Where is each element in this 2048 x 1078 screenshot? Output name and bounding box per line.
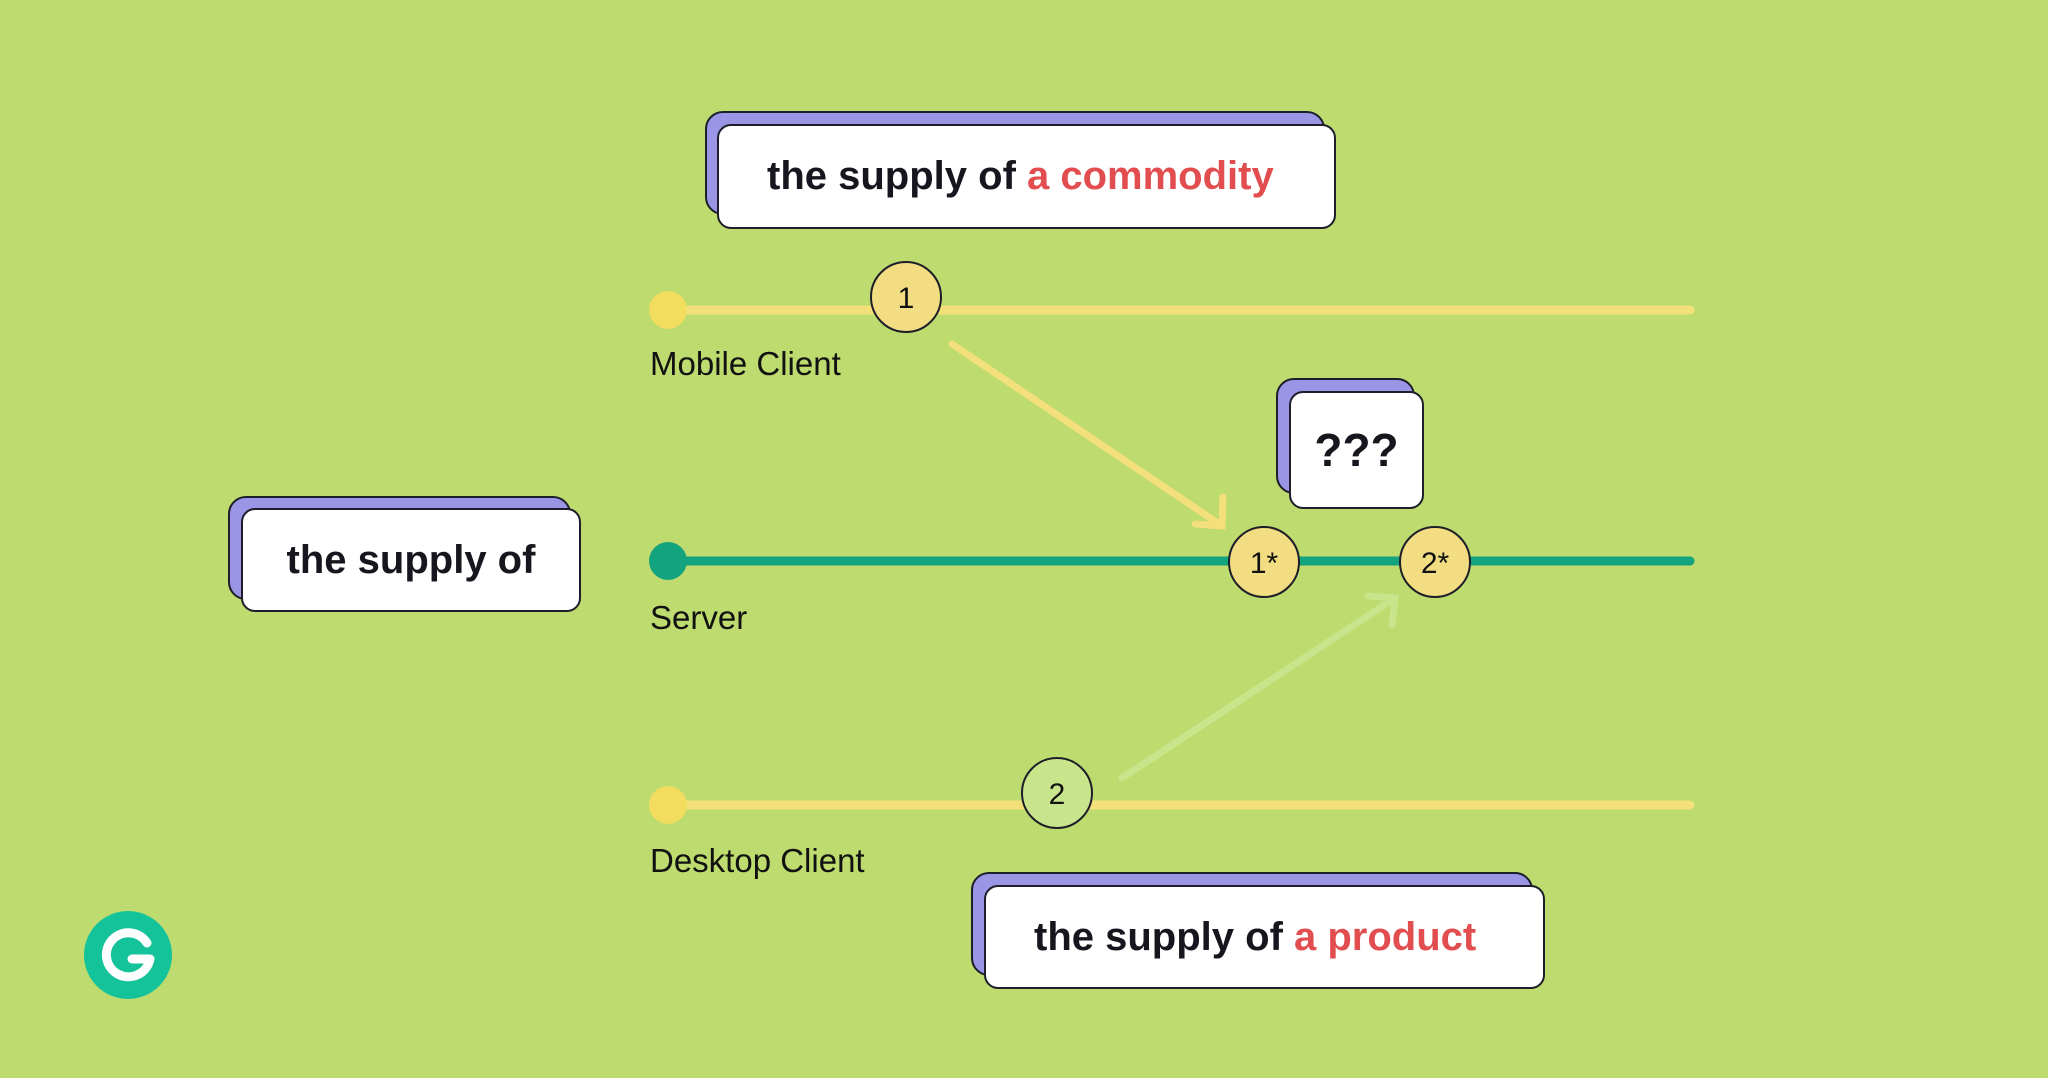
desktop-to-server-arrow xyxy=(1118,592,1399,782)
commodity-card-accent: a commodity xyxy=(1027,154,1274,198)
grammarly-g-logo-icon xyxy=(84,911,172,999)
server-lane-start-dot xyxy=(649,542,687,580)
product-card-accent: a product xyxy=(1294,914,1477,959)
commodity-card: the supply of a commodity xyxy=(717,124,1336,229)
mobile-lane-start-dot xyxy=(649,291,687,329)
server-node-1-label: 1* xyxy=(1250,547,1279,580)
mobile-node-label: 1 xyxy=(898,282,915,315)
server-node-1: 1* xyxy=(1228,526,1300,598)
base-card: the supply of xyxy=(241,508,581,612)
desktop-client-label: Desktop Client xyxy=(650,842,865,879)
server-node-2-label: 2* xyxy=(1421,547,1450,580)
desktop-node: 2 xyxy=(1021,757,1093,829)
base-card-text: the supply of xyxy=(286,537,536,582)
mobile-to-server-arrow xyxy=(948,340,1227,530)
mobile-node: 1 xyxy=(870,261,942,333)
server-label: Server xyxy=(650,599,748,636)
question-card-text: ??? xyxy=(1314,424,1399,476)
question-card: ??? xyxy=(1289,391,1424,509)
product-card-prefix: the supply of xyxy=(1034,914,1294,959)
desktop-node-label: 2 xyxy=(1049,778,1066,811)
commodity-card-prefix: the supply of xyxy=(767,154,1027,198)
desktop-lane-start-dot xyxy=(649,786,687,824)
product-card: the supply of a product xyxy=(984,885,1545,989)
mobile-client-label: Mobile Client xyxy=(650,345,841,382)
server-node-2: 2* xyxy=(1399,526,1471,598)
